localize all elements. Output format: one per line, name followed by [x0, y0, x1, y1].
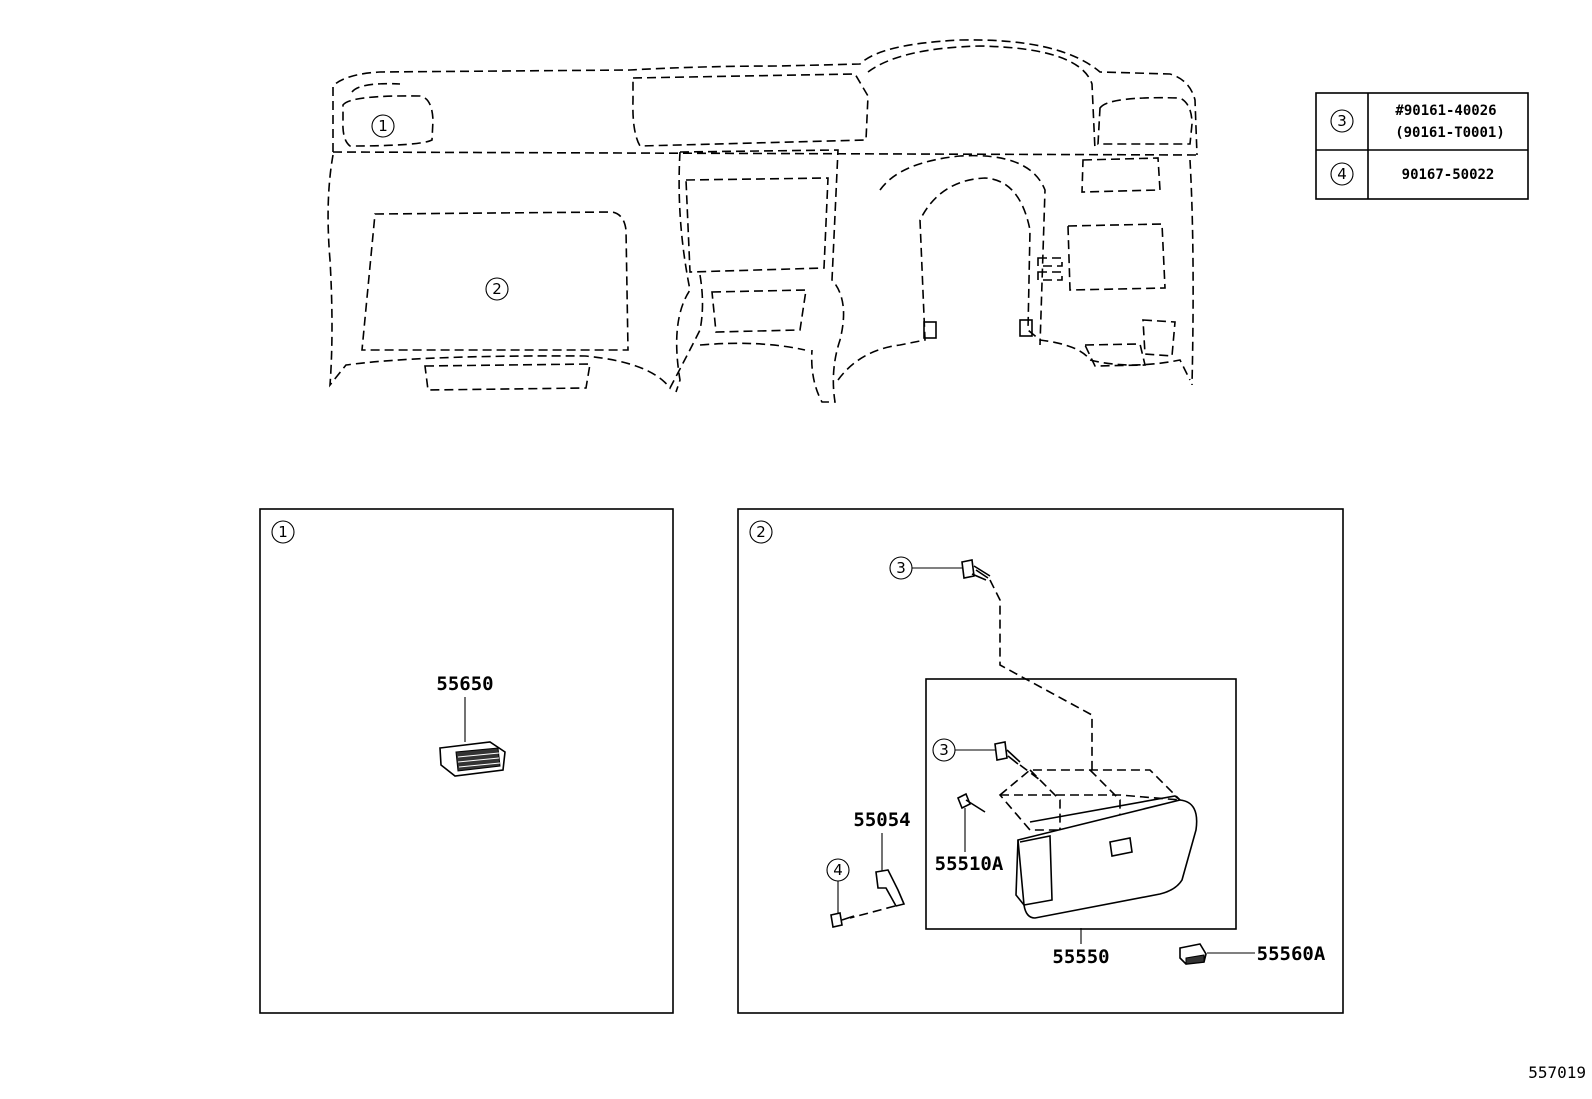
fastener-callout-4-label: 4: [833, 861, 843, 879]
part-number-90161-t0001: (90161-T0001): [1395, 125, 1505, 141]
part-label-55560a: 55560A: [1257, 943, 1326, 965]
detail-panel-1: 1 55650: [259, 508, 674, 1014]
screw-small: [830, 912, 855, 928]
callout-1-label: 1: [378, 117, 388, 135]
clip-part: [1179, 943, 1207, 965]
glove-box-door-part: [1015, 795, 1198, 919]
screw-inner: [994, 741, 1021, 765]
callout-1-marker: [371, 114, 395, 138]
table-key-3-marker: [1330, 109, 1354, 133]
part-label-55510a: 55510A: [935, 853, 1004, 875]
fastener-callout-3-inner-label: 3: [939, 741, 949, 759]
part-number-90167-50022: 90167-50022: [1402, 167, 1495, 183]
fastener-callout-3-top-label: 3: [896, 559, 906, 577]
part-label-55054: 55054: [853, 809, 910, 831]
part-label-55650: 55650: [436, 673, 493, 695]
detail-panel-2: 2 3 3 55510A: [737, 508, 1344, 1014]
side-vent-register-part: [439, 741, 506, 777]
part-number-90161-40026: #90161-40026: [1395, 103, 1496, 119]
pin-part: [956, 792, 986, 813]
detail-1-key: 1: [278, 523, 288, 541]
damper-bracket-part: [875, 869, 906, 907]
screw-upper: [961, 559, 991, 581]
detail-2-marker: [749, 520, 773, 544]
table-key-4: 4: [1337, 165, 1347, 183]
part-label-55550: 55550: [1052, 946, 1109, 968]
fastener-table: 3 #90161-40026 (90161-T0001) 4 90167-500…: [1315, 92, 1529, 200]
callout-2-marker: [485, 277, 509, 301]
table-key-4-marker: [1330, 162, 1354, 186]
table-key-3: 3: [1337, 112, 1347, 130]
detail-2-key: 2: [756, 523, 766, 541]
detail-1-marker: [271, 520, 295, 544]
diagram-id: 557019: [1528, 1063, 1586, 1082]
instrument-panel-overview: 1 2: [327, 39, 1198, 403]
callout-2-label: 2: [492, 280, 502, 298]
